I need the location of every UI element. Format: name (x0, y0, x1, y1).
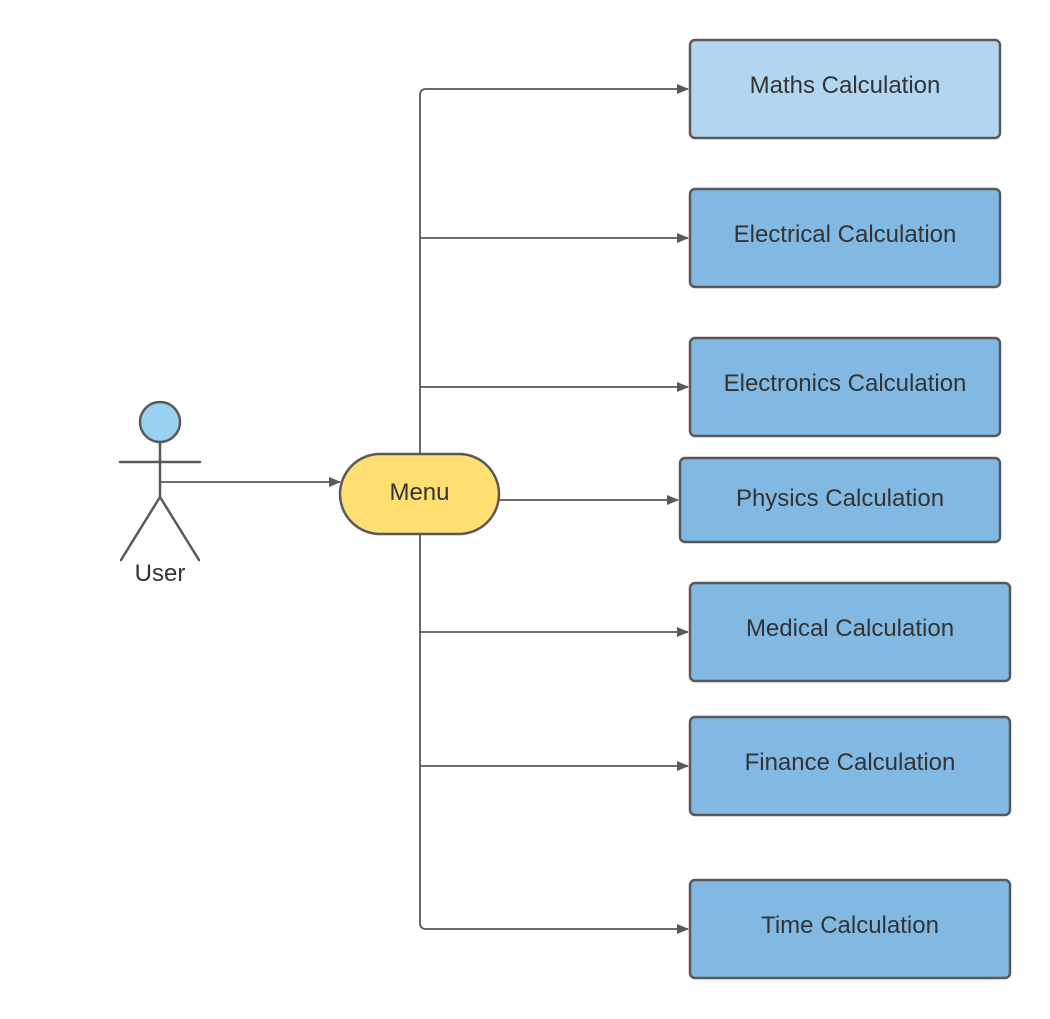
option-finance[interactable]: Finance Calculation (688, 715, 1012, 817)
option-physics[interactable]: Physics Calculation (678, 456, 1002, 544)
menu-trunk-lower (419, 534, 689, 934)
user-actor: User (118, 400, 202, 587)
option-electrical[interactable]: Electrical Calculation (688, 187, 1002, 289)
actor-left-leg (119, 495, 162, 562)
option-box (688, 38, 1002, 140)
option-label: Medical Calculation (746, 615, 954, 642)
option-box (688, 336, 1002, 438)
options-group: Maths Calculation Electrical Calculation… (678, 38, 1012, 980)
option-label: Physics Calculation (736, 485, 944, 512)
menu-shape (338, 452, 501, 536)
option-box (688, 581, 1012, 683)
option-label: Maths Calculation (750, 72, 941, 99)
menu-node[interactable]: Menu (338, 452, 501, 536)
option-box (688, 878, 1012, 980)
option-label: Electronics Calculation (724, 370, 967, 397)
option-label: Finance Calculation (745, 749, 956, 776)
option-box (688, 187, 1002, 289)
menu-label: Menu (389, 479, 449, 506)
option-box (678, 456, 1002, 544)
connectors-group (161, 84, 689, 934)
option-maths[interactable]: Maths Calculation (688, 38, 1002, 140)
option-electronics[interactable]: Electronics Calculation (688, 336, 1002, 438)
actor-label: User (135, 560, 186, 587)
actor-head (138, 400, 182, 444)
option-time[interactable]: Time Calculation (688, 878, 1012, 980)
option-label: Time Calculation (761, 912, 939, 939)
menu-trunk-upper (419, 84, 689, 454)
actor-right-leg (158, 495, 201, 562)
option-medical[interactable]: Medical Calculation (688, 581, 1012, 683)
option-box (688, 715, 1012, 817)
option-label: Electrical Calculation (734, 221, 957, 248)
